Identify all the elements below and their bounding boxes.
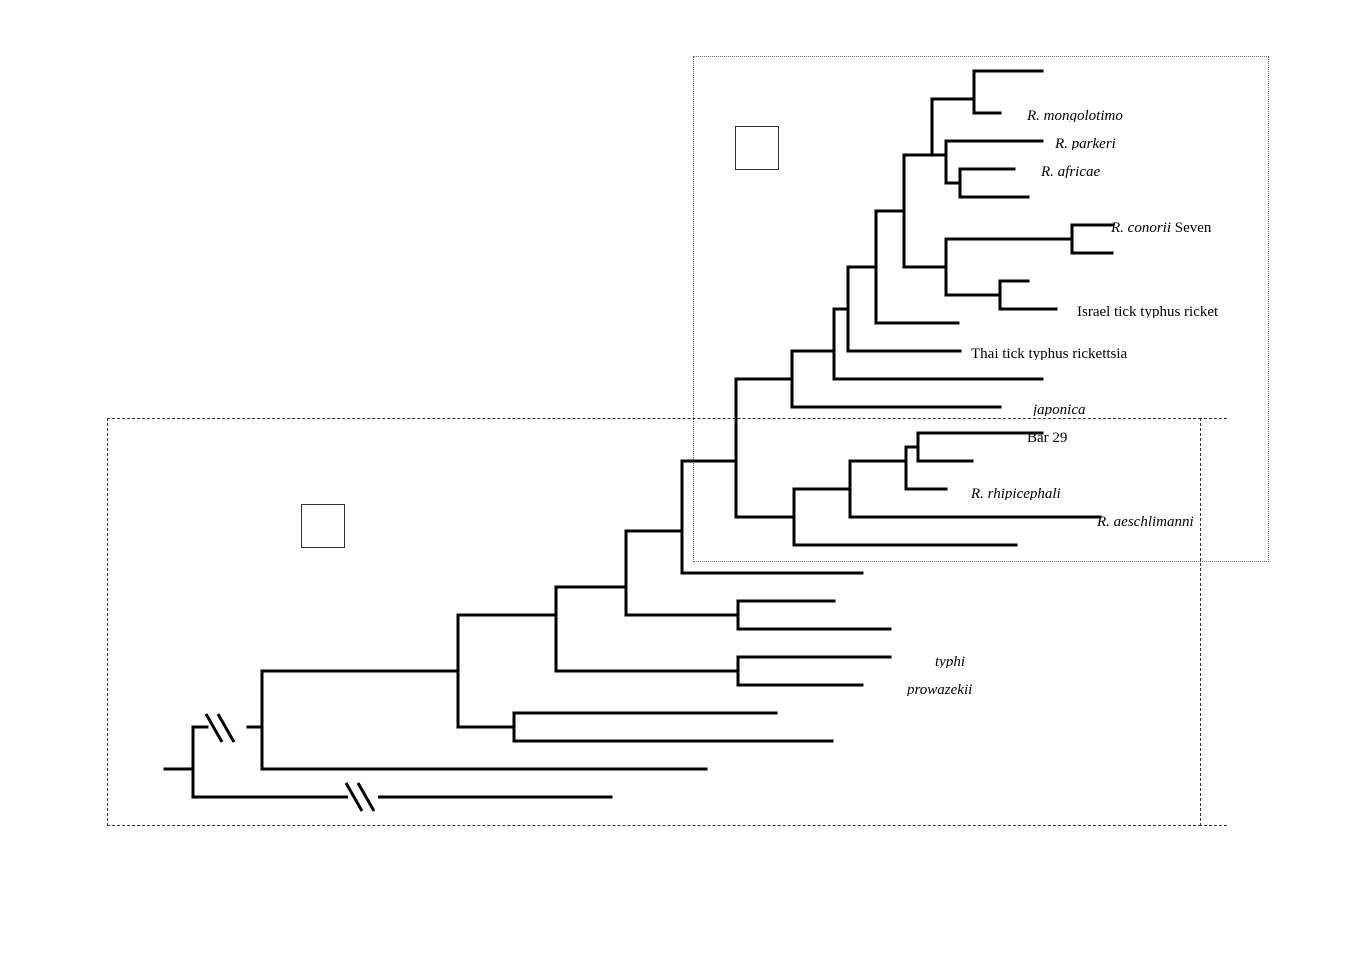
taxon-label-israel-tick-typhus: Israel tick typhus ricket [1077,304,1219,318]
taxon-label-thai-tick-typhus: Thai tick typhus rickettsia [971,346,1128,360]
taxon-label-conorii: R. conorii Seven [1111,220,1212,234]
node-k [790,349,1002,409]
node-p [944,237,1074,297]
node-root [191,725,613,799]
node-b [456,613,558,729]
taxon-label-typhi: typhi [935,654,965,668]
node-o [902,153,948,269]
taxon-label-aeschlimannii: R. aeschlimanni [1097,514,1194,528]
node-u [944,139,1044,185]
taxon-label-parkeri: R. parkeri [1055,136,1116,150]
group-marker-square-lower [301,504,345,548]
node-d [624,529,740,617]
node-q [1070,223,1114,255]
node-g [792,487,1018,547]
taxon-label-bar29: Bar 29 [1027,430,1068,444]
node-h [848,459,1102,519]
node-b2 [512,711,834,743]
node-d2 [736,599,892,631]
node-e [680,459,864,575]
taxon-label-japonica: japonica [1033,402,1086,416]
taxon-label-prowazekii: prowazekii [907,682,973,696]
node-n [874,209,960,325]
taxon-label-rhipicephali: R. rhipicephali [971,486,1061,500]
node-t [972,69,1044,115]
node-f [734,377,796,519]
node-i [904,445,948,491]
node-r [998,279,1058,311]
node-s [930,97,976,157]
taxon-label-mongolotimonae: R. mongolotimo [1027,108,1123,122]
group-marker-square-upper [735,126,779,170]
node-m [846,265,962,353]
node-a [260,669,708,771]
spotted-fever-group-box [693,56,1269,562]
break-mark [204,713,236,743]
node-c [554,585,740,673]
outer-group-box-extension [1199,418,1227,826]
break-mark-long [344,782,376,812]
taxon-label-africae: R. africae [1041,164,1101,178]
node-l [832,307,1044,381]
outer-group-box [107,418,1201,826]
node-typhus [736,655,892,687]
node-j [916,431,1044,463]
node-v [958,167,1030,199]
